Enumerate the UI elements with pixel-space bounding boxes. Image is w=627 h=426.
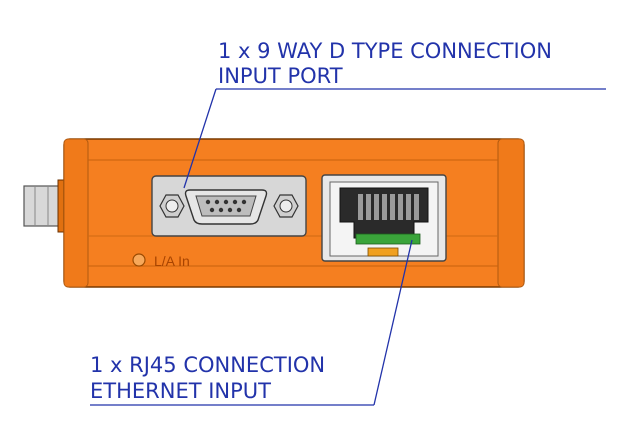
rj45-connector	[321, 174, 447, 262]
mounting-screw-left	[159, 194, 185, 218]
dtype-callout-line1: 1 x 9 WAY D TYPE CONNECTION	[218, 39, 552, 63]
rj45-callout-line1: 1 x RJ45 CONNECTION	[90, 353, 325, 377]
mounting-screw-right	[273, 194, 299, 218]
la-in-led	[132, 253, 146, 267]
rj45-callout-line2: ETHERNET INPUT	[90, 379, 271, 403]
side-shaft	[23, 179, 69, 233]
leader-line-rj45	[90, 239, 413, 406]
led-label: L/A In	[154, 253, 190, 269]
rj45-contacts	[355, 194, 421, 245]
d-type-connector	[151, 175, 307, 237]
d-type-pins	[205, 199, 247, 213]
dtype-callout-line2: INPUT PORT	[218, 64, 343, 88]
leader-line-dtype	[183, 88, 606, 189]
